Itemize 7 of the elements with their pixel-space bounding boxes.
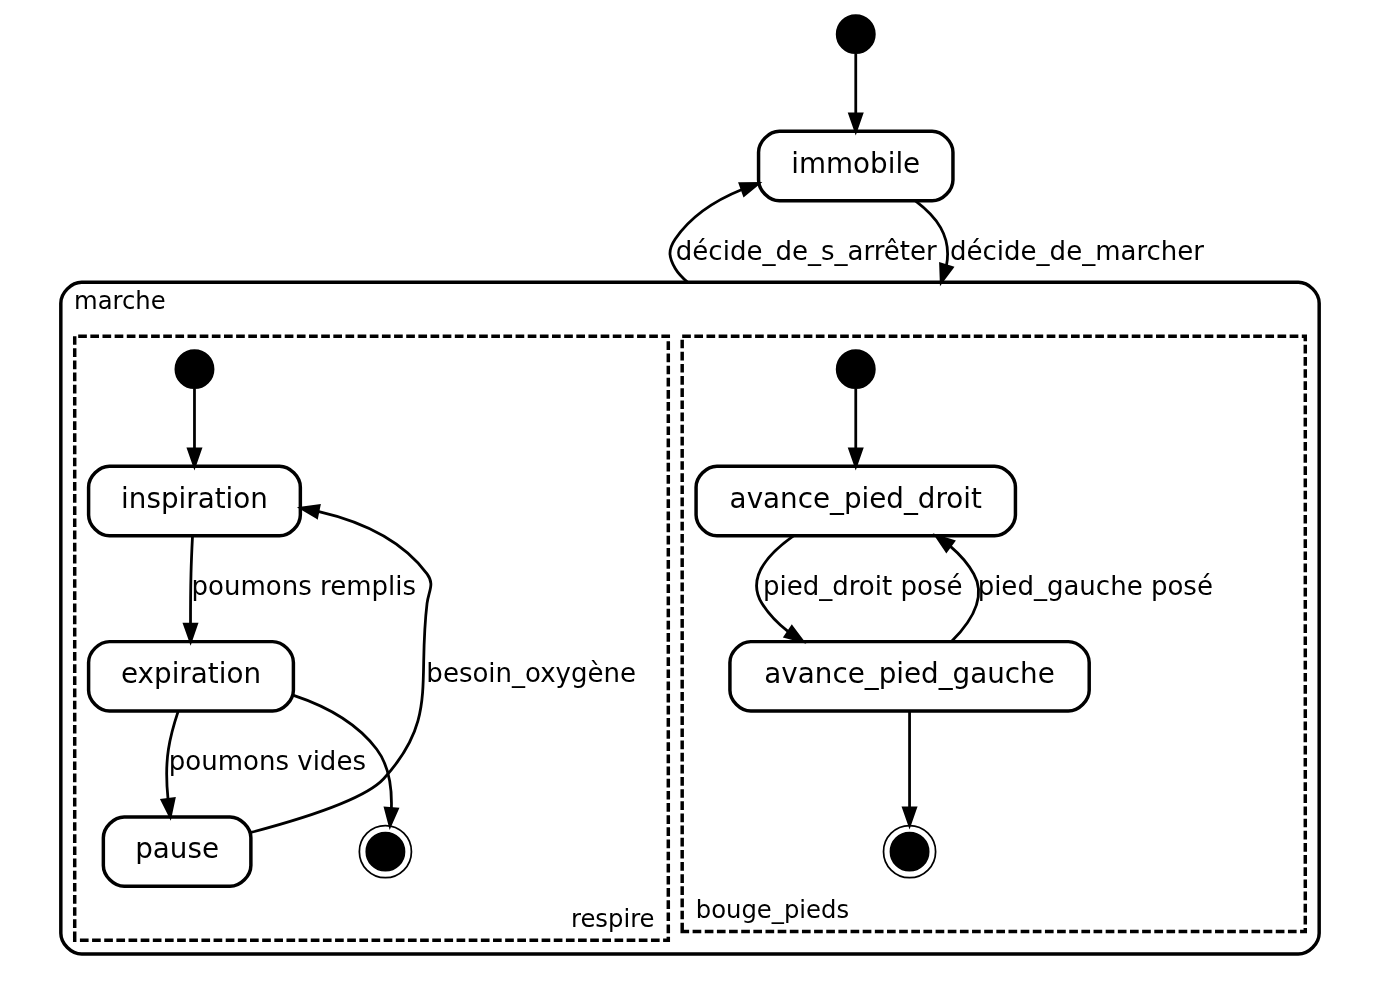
- edge-label: poumons vides: [168, 746, 366, 777]
- edge-label: décide_de_s_arrêter: [675, 235, 937, 266]
- edge-label: besoin_oxygène: [426, 658, 637, 689]
- edge-label: poumons remplis: [191, 570, 417, 601]
- edge-label: pied_gauche posé: [977, 570, 1213, 601]
- edge-label: décide_de_marcher: [950, 235, 1205, 266]
- edge-label: pied_droit posé: [762, 570, 963, 601]
